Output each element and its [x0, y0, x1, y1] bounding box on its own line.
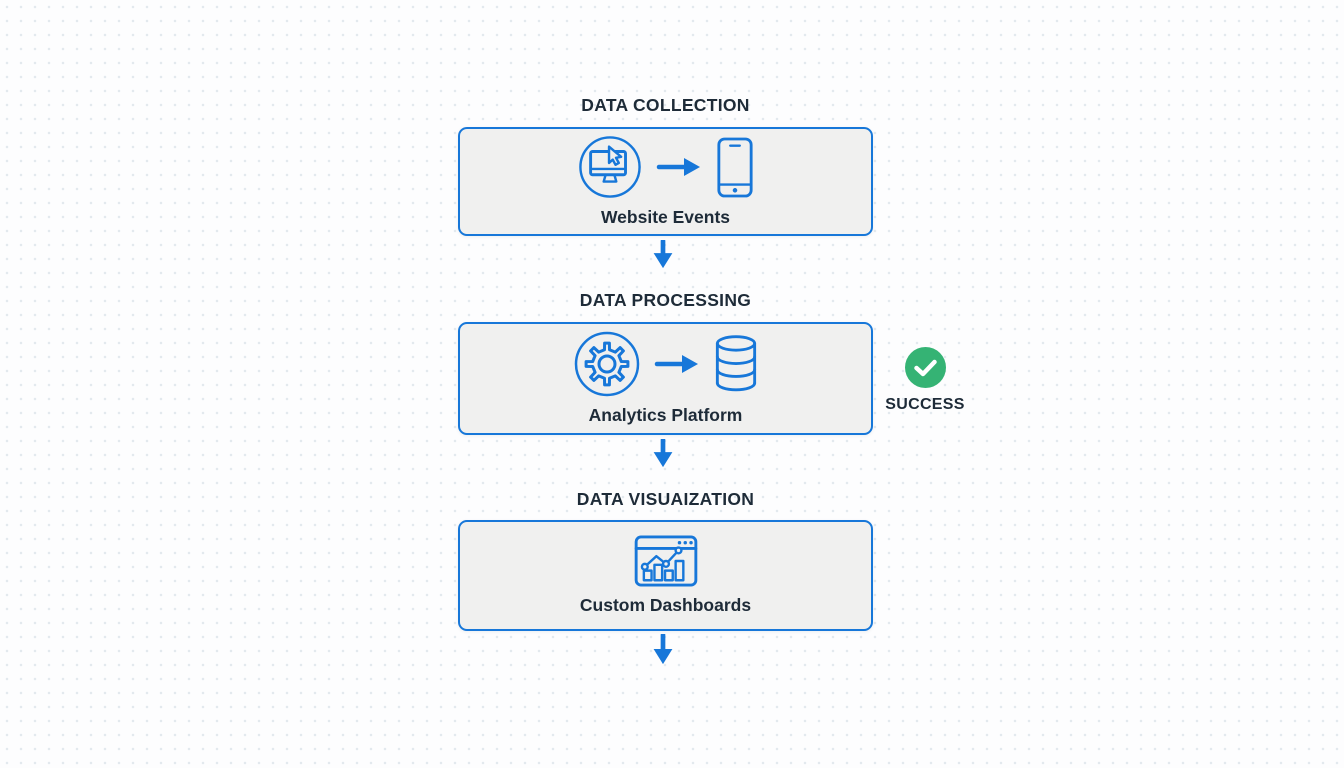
data-processing-label: Analytics Platform	[588, 405, 743, 425]
data-processing-icons	[574, 331, 758, 397]
data-visualization-title: DATA VISUAIZATION	[576, 489, 755, 509]
dashboard-chart-icon	[634, 535, 697, 587]
flow-arrow-down-icon	[653, 439, 673, 468]
data-processing-box: Analytics Platform	[458, 322, 873, 435]
database-icon	[715, 335, 756, 392]
data-processing-title: DATA PROCESSING	[579, 290, 752, 310]
flow-arrow-down-icon	[653, 634, 673, 665]
data-visualization-label: Custom Dashboards	[579, 595, 752, 615]
success-badge: SUCCESS	[878, 347, 972, 414]
check-circle-icon	[904, 347, 946, 388]
data-collection-label: Website Events	[600, 207, 731, 227]
data-visualization-icons	[634, 535, 698, 587]
gear-icon	[574, 331, 639, 397]
monitor-cursor-icon	[578, 136, 641, 198]
data-collection-box: Website Events	[458, 127, 873, 236]
data-collection-icons	[578, 135, 754, 199]
arrow-right-icon	[654, 355, 698, 373]
smartphone-icon	[716, 137, 753, 197]
flow-arrow-down-icon	[653, 240, 673, 269]
data-collection-title: DATA COLLECTION	[581, 95, 750, 115]
data-visualization-box: Custom Dashboards	[458, 520, 873, 631]
arrow-right-icon	[656, 158, 700, 176]
success-label: SUCCESS	[885, 396, 965, 413]
